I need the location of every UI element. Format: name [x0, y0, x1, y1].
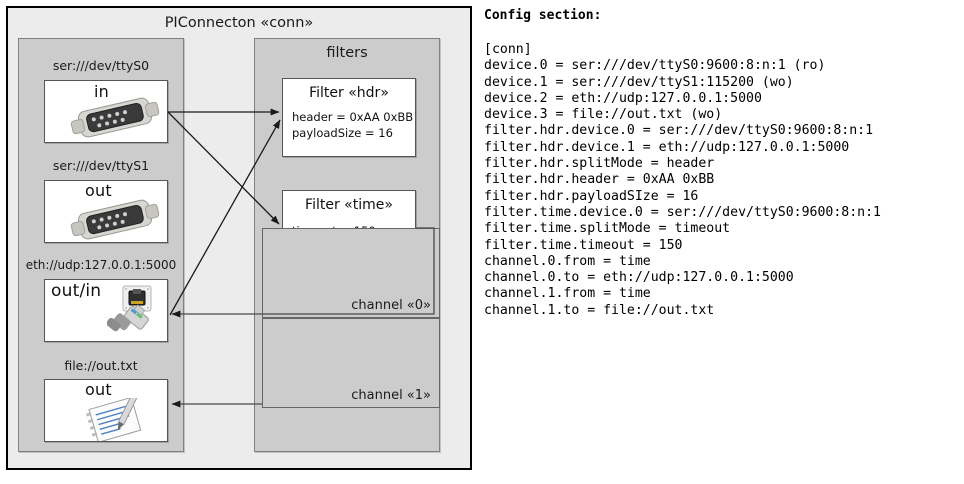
device-label-ttys1: ser:///dev/ttyS1 [52, 158, 150, 173]
config-pane: Config section: [conn] device.0 = ser://… [481, 0, 964, 484]
config-body: [conn] device.0 = ser:///dev/ttyS0:9600:… [484, 42, 881, 318]
config-heading: Config section: [484, 8, 602, 23]
device-label-ttys0: ser:///dev/ttyS0 [52, 58, 150, 73]
device-direction-label: in [94, 82, 109, 101]
device-label-eth: eth://udp:127.0.0.1:5000 [25, 258, 177, 272]
filter-box-hdr[interactable]: Filter «hdr» header = 0xAA 0xBB payloadS… [282, 78, 416, 157]
serial-port-icon [70, 199, 160, 240]
filter-prop-payloadsize: payloadSize = 16 [292, 126, 393, 140]
device-direction-label: out [85, 181, 112, 200]
device-direction-label: out [85, 380, 112, 399]
ethernet-jack-icon [107, 285, 152, 332]
filter-title-hdr: Filter «hdr» [309, 85, 389, 101]
component-title: PIConnecton «conn» [164, 15, 314, 31]
filter-prop-header: header = 0xAA 0xBB [292, 110, 414, 124]
serial-port-icon [70, 97, 160, 138]
device-box-eth[interactable]: out/in [44, 279, 168, 342]
device-box-ttys1[interactable]: out [44, 180, 168, 243]
filters-panel-title: filters [326, 45, 368, 61]
device-direction-label: out/in [51, 281, 102, 301]
channel-box-1[interactable]: channel «1» [262, 318, 440, 408]
channel-label-1: channel «1» [351, 388, 431, 403]
text-file-icon [85, 398, 142, 441]
device-box-file[interactable]: out [44, 379, 168, 442]
filter-title-time: Filter «time» [305, 197, 393, 213]
device-label-file: file://out.txt [64, 358, 138, 373]
channel-label-0: channel «0» [351, 298, 431, 313]
channel-box-0[interactable]: channel «0» [262, 228, 440, 318]
device-box-ttys0[interactable]: in [44, 80, 168, 143]
